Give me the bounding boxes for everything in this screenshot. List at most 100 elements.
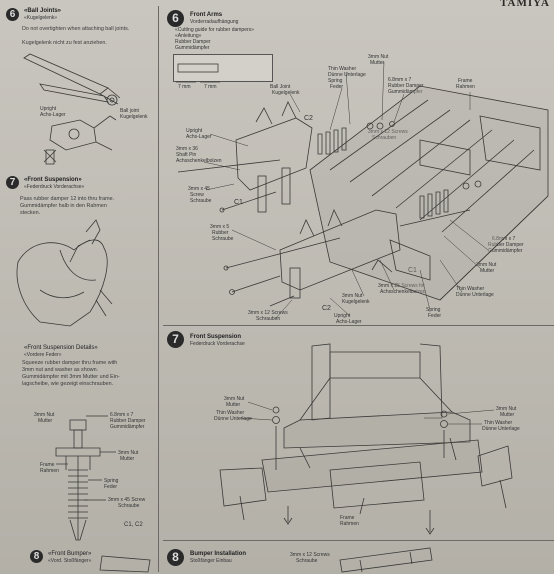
rubber-damper-size-r: 6.8mm x 7: [388, 77, 412, 83]
s7-nut-right-label: 3mm Nut: [496, 406, 517, 412]
front-bumper-sketch-left: [99, 555, 151, 573]
detail-damper-label-2: Rubber Damper: [110, 418, 146, 424]
screw-45-label-de: Schraube: [190, 198, 212, 204]
rubber-damper-2-label: Rubber Damper: [488, 242, 524, 248]
detail-cc-label: C1, C2: [124, 522, 143, 528]
s7-thin-left-label: Thin Washer: [216, 410, 245, 416]
hands-illustration: [16, 219, 113, 327]
screws-25-label: 3mm x 25 Screws for: [378, 283, 425, 289]
s7-nut-right-label-de: Mutter: [500, 412, 515, 418]
upper-arm-assembly: [177, 101, 395, 213]
suspension-text-1: Pass rubber damper 12 into thru frame.: [20, 196, 115, 202]
nut-3mm-label: 3mm Nut: [476, 262, 497, 268]
rubber-damper-2-label-de: Gummidämpfer: [488, 248, 523, 254]
ball-joint-label-de: Kugelgelenk: [120, 114, 148, 120]
c2-label: C2: [304, 115, 313, 122]
s7-thin-right-label: Thin Washer: [484, 420, 513, 426]
front-suspension-title-left: «Front Suspension»: [24, 177, 82, 183]
c2b-label: C2: [322, 305, 331, 312]
brand-logo: TAMIYA: [499, 0, 550, 9]
detail-screw-label: 3mm x 45 Screw: [108, 497, 146, 503]
s7-frame-label-de: Rahmen: [340, 521, 359, 527]
frame-chassis-illustration: [309, 85, 549, 301]
details-text-4: lagscheibe, wie gezeigt einschrauben.: [22, 381, 114, 387]
suspension-details-subtitle: «Vordere Feder»: [24, 352, 62, 358]
cutting-dim-2: 7 mm: [204, 84, 217, 90]
nut3-label-de: Schraube: [212, 236, 234, 242]
nut3-label: Rubber: [212, 230, 229, 236]
front-suspension-illustration: [219, 343, 513, 535]
detail-frame-label: Frame: [40, 462, 55, 468]
nut-label-r: 3mm Nut: [368, 54, 389, 60]
screws-25-label-de: Achsschenkelbolzen: [380, 289, 426, 295]
upright-label: Upright: [40, 106, 57, 112]
section-divider-7: [163, 325, 554, 326]
cutting-guide-lines: [176, 63, 220, 83]
screws-12b-label-de: Schrauben: [256, 316, 281, 322]
c1-label: C1: [234, 199, 243, 206]
ball-joints-title: «Ball Joints»: [24, 8, 62, 14]
step-6-right-number: 6: [167, 10, 184, 27]
detail-nut2-label-de: Mutter: [120, 456, 135, 462]
upright-2-label-de: Achs-Lager: [336, 319, 362, 325]
details-text-3: Gummidämpfer mit 3mm Mutter und Ein-: [22, 374, 120, 380]
c1b-label: C1: [408, 267, 417, 274]
damper-detail-illustration: [55, 415, 116, 541]
nut3-size: 3mm x 5: [210, 224, 230, 230]
rubber-damper-label-r: Rubber Damper: [388, 83, 424, 89]
front-suspension-subtitle-left: «Federdruck Vorderachse»: [24, 184, 85, 190]
screws-12b-label: 3mm x 12 Screws: [248, 310, 288, 316]
section-divider-8: [163, 540, 554, 541]
lower-arm-assembly: [223, 180, 482, 307]
step-8-right-number: 8: [167, 549, 184, 566]
spring-label-r-de: Feder: [330, 84, 344, 90]
nut-label-r-de: Mutter: [370, 60, 385, 66]
detail-damper-label-de: Gummidämpfer: [110, 424, 145, 430]
s7-frame-label: Frame: [340, 515, 355, 521]
bumper-installation-subtitle: Stoßfänger Einbau: [190, 558, 232, 564]
shaft-pin-label-de: Achsschenkelbolzen: [176, 158, 222, 164]
front-bumper-subtitle-left: «Vord. Stoßfänger»: [48, 558, 92, 564]
rubber-damper-label-r-de: Gummidämpfer: [388, 89, 423, 95]
step-7-left-number: 7: [6, 176, 19, 189]
ball-joints-subtitle: «Kugelgelenk»: [24, 15, 58, 21]
ball-joints-note-de: Kugelgelenk nicht zu fest anziehen.: [22, 40, 107, 46]
suspension-text-3: stecken.: [20, 210, 41, 216]
upright-label-r: Upright: [186, 128, 203, 134]
step-8-left-number: 8: [30, 550, 43, 563]
thin-washer-2-label: Thin Washer: [456, 286, 485, 292]
screws-12-label-de: Schrauben: [372, 135, 397, 141]
leader-lines-step-6: [203, 61, 489, 319]
ball-joint-label-r-de: Kugelgelenk: [272, 90, 300, 96]
frame-label-r: Frame: [458, 78, 473, 84]
s7-nut-left-label: 3mm Nut: [224, 396, 245, 402]
shaft-pin-size: 3mm x 36: [176, 146, 198, 152]
front-bumper-title-left: «Front Bumper»: [48, 551, 92, 557]
cutting-guide-damper: Rubber Damper: [175, 39, 211, 45]
detail-screw-label-de: Schraube: [118, 503, 140, 509]
cutting-dim-1: 7 mm: [178, 84, 191, 90]
cutting-guide-box: [173, 54, 273, 82]
frame-label-r-de: Rahmen: [456, 84, 475, 90]
detail-nut-label-de: Mutter: [38, 418, 53, 424]
detail-nut-label: 3mm Nut: [34, 412, 55, 418]
column-divider: [158, 6, 159, 572]
screws-12-label: 3mm x 12 Screws: [368, 129, 408, 135]
detail-nut2-label: 3mm Nut: [118, 450, 139, 456]
spring-2-label-de: Feder: [428, 313, 442, 319]
front-arms-title: Front Arms: [190, 12, 223, 18]
ball-joints-note-en: Do not overtighten when attaching ball j…: [22, 26, 130, 32]
bumper-sketch-right: [339, 547, 433, 573]
thin-washer-2-label-de: Dünne Unterlage: [456, 292, 494, 298]
detail-damper-label: 6.8mm x 7: [110, 412, 134, 418]
bumper-screw-label-de: Schraube: [296, 558, 318, 564]
spring-label-r: Spring: [328, 78, 343, 84]
step-7-right-number: 7: [167, 331, 184, 348]
s7-thin-left-label-de: Dünne Unterlage: [214, 416, 252, 422]
details-text-2: 3mm nut and washer as shown.: [22, 367, 99, 373]
bumper-installation-title: Bumper Installation: [190, 551, 247, 557]
detail-frame-label-de: Rahmen: [40, 468, 59, 474]
cutting-guide-damper-de: Gummidämpfer: [175, 45, 210, 51]
ball-joint-2-label-de: Kugelgelenk: [342, 299, 370, 305]
